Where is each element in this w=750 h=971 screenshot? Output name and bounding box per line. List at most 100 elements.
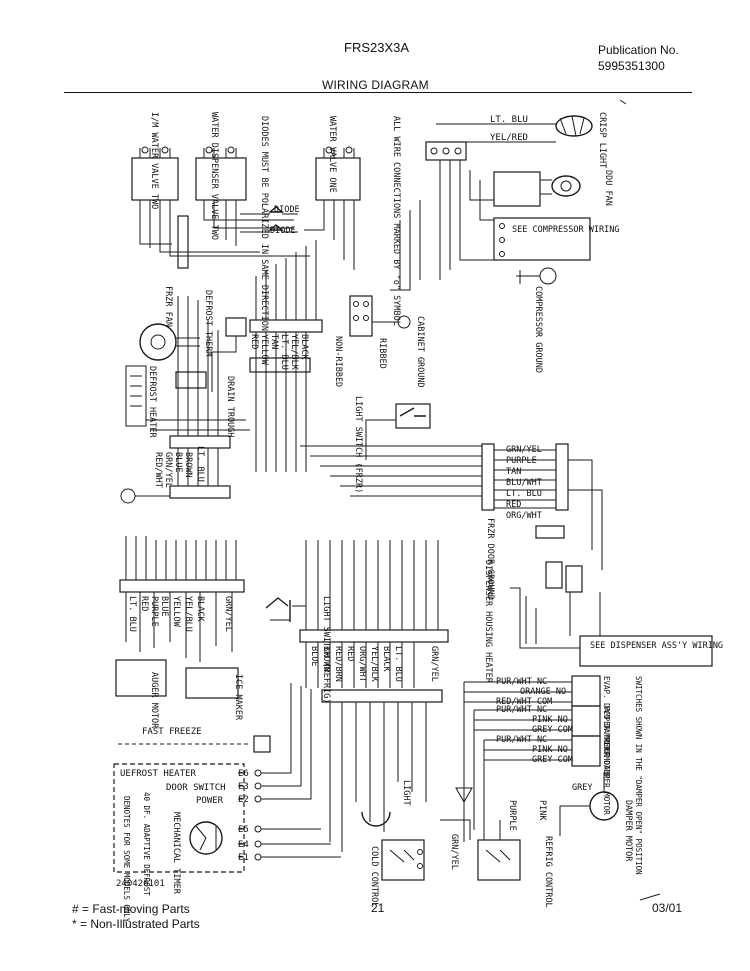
label-light-switch-frzr: LIGHT SWITCH (FRZR)	[353, 396, 363, 493]
label-timer-power: POWER	[196, 796, 224, 806]
label-grn-yel-bottom: GRN/YEL	[449, 834, 459, 870]
label-fast-freeze: FAST FREEZE	[142, 727, 202, 737]
wire-label: RED	[345, 646, 355, 661]
damper-switch-labels: PUR/WHT NC ORANGE NO RED/WHT COM PUR/WHT…	[496, 677, 573, 765]
harness-c	[115, 536, 245, 699]
wire-label: BLUE	[173, 452, 183, 472]
label-cold-control: COLD CONTROL	[369, 846, 379, 907]
label-timer-door: DOOR SWITCH	[166, 783, 226, 793]
timer-section	[113, 683, 521, 881]
label-ice-maker: ICE MAKER	[233, 674, 243, 721]
wire-label: YEL/BLK	[289, 334, 299, 371]
label-purple-bottom: PURPLE	[507, 800, 517, 831]
wire-label: BLUE	[159, 596, 169, 616]
harness-d-labels: BLUE BROWN RED/BRN RED ORG/WHT YEL/BLK B…	[309, 646, 439, 683]
wire-label: BROWN	[183, 452, 193, 478]
label-frzr-door-ground: FRZR DOOR GROUND	[485, 518, 495, 600]
wire-label: ORG/WHT	[506, 511, 542, 521]
wire-label: LT. BLU	[506, 489, 542, 499]
label-light: LIGHT	[401, 780, 411, 806]
label-defrost-heater: DEFROST HEATER	[147, 366, 157, 439]
label-wire-note: ALL WIRE CONNECTIONS MARKED BY "o" SYMBO…	[391, 116, 401, 326]
wire-label: YELLOW	[171, 596, 181, 628]
label-diode-b: DIODE	[270, 226, 296, 236]
harness-a-labels: RED YELLOW TAN LT. BLU YEL/BLK BLACK	[249, 334, 309, 371]
wire-label: GRN/YEL	[429, 646, 439, 682]
wire-label: RED	[139, 596, 149, 611]
harness-a	[249, 240, 411, 472]
label-disp-housing-heater: DISPENSER HOUSING HEATER	[483, 560, 493, 684]
label-frzr-fan: FRZR FAN	[163, 286, 173, 327]
valve-section	[131, 146, 361, 270]
freezer-section	[120, 296, 250, 504]
label-drain-trough: DRAIN TROUGH	[225, 376, 235, 437]
wire-label: BLACK	[299, 334, 309, 360]
switch-label: PUR/WHT NC	[496, 705, 547, 715]
label-defrost-therm: DEFROST THERM	[203, 290, 213, 357]
label-light-switch-refr: LIGHT SWITCH (REFRIG)	[321, 596, 331, 703]
wire-label: LT. BLU	[279, 334, 289, 370]
label-denotes: DENOTES FOR SOME MODELS ONLY	[122, 796, 131, 923]
wire-label: PURPLE	[506, 456, 537, 466]
label-damper-motor: DAMPER MOTOR	[623, 800, 633, 862]
switch-label: GREY COM	[532, 725, 573, 735]
wire-label: BLU/WHT	[506, 478, 542, 488]
revision-date: 03/01	[652, 901, 683, 915]
label-e3: E3	[238, 782, 249, 792]
switch-label: ORANGE NO	[520, 687, 566, 697]
wire-label: LT. BLU	[195, 446, 205, 482]
label-refrig-control: REFRIG CONTROL	[543, 836, 553, 908]
label-pink-bottom: PINK	[537, 800, 547, 821]
damper-section	[463, 675, 619, 842]
publication-block: Publication No. 5995351300	[598, 42, 679, 74]
wire-label: GRN/YEL	[223, 596, 233, 632]
label-disp-valve: WATER DISPENSER VALVE TWO	[209, 112, 219, 240]
wire-label: TAN	[269, 334, 279, 349]
harness-b-labels: LT. BLU BROWN BLUE GRN/YEL RED/WHT	[153, 446, 205, 488]
wire-label: RED	[506, 500, 521, 510]
label-non-ribbed: NON-RIBBED	[333, 336, 343, 387]
label-switches-note: SWITCHES SHOWN IN THE "DAMPER OPEN" POSI…	[634, 676, 643, 875]
switch-label: PUR/WHT NC	[496, 735, 547, 745]
label-ice-valve: I/M WATER VALVE TWO	[149, 112, 159, 209]
wire-label: RED	[249, 334, 259, 349]
wire-label: GRN/YEL	[163, 452, 173, 488]
wire-label: BLACK	[195, 596, 205, 622]
label-mech-timer: MECHANICAL TIMER	[171, 812, 181, 895]
label-part-code: 240426101	[116, 879, 165, 889]
label-crisp-light: CRISP LIGHT	[597, 112, 607, 168]
wire-label: BLUE	[309, 646, 319, 666]
label-auger-motor: AUGER MOTOR	[149, 672, 159, 729]
wire-label: RED/BRN	[333, 646, 343, 682]
switch-label: PINK NO	[532, 715, 568, 725]
disp-plug-labels: GRN/YEL PURPLE TAN BLU/WHT LT. BLU RED O…	[506, 445, 542, 521]
dispenser-assy	[510, 525, 713, 667]
switch-label: PUR/WHT NC	[496, 677, 547, 687]
switch-label: GREY COM	[532, 755, 573, 765]
dispenser-plug	[300, 443, 603, 570]
label-e4: E4	[238, 840, 249, 850]
wire-label: YEL/BLK	[369, 646, 379, 683]
wire-label: PURPLE	[149, 596, 159, 627]
label-evap-damper: EVAP. DAMPER MOTOR	[602, 676, 611, 758]
publication-label: Publication No.	[598, 43, 679, 57]
label-lt-blu-top: LT. BLU	[490, 115, 528, 125]
label-ddu-fan: DDU FAN	[603, 170, 613, 206]
publication-number: 5995351300	[598, 59, 665, 73]
switch-label: RED/WHT COM	[496, 697, 552, 707]
label-yel-red-top: YEL/RED	[490, 133, 528, 143]
wire-label: GRN/YEL	[506, 445, 542, 455]
label-adaptive: 40 DF. ADAPTIVE DEFROST	[142, 792, 151, 896]
wire-label: YEL/BLU	[183, 596, 193, 632]
header-rule	[64, 92, 692, 93]
wire-label: LT. BLU	[393, 646, 403, 682]
label-comp-ground: COMPRESSOR GROUND	[533, 286, 543, 373]
wire-label: LT. BLU	[127, 596, 137, 632]
label-grey-right: GREY	[572, 783, 592, 793]
legend-fast-moving: # = Fast-moving Parts	[72, 902, 190, 916]
page-number: 21	[371, 901, 385, 915]
label-timer-defrost: UEFROST HEATER	[120, 769, 196, 779]
label-e2: E2	[238, 795, 249, 805]
frzr-light-switch	[365, 403, 431, 460]
